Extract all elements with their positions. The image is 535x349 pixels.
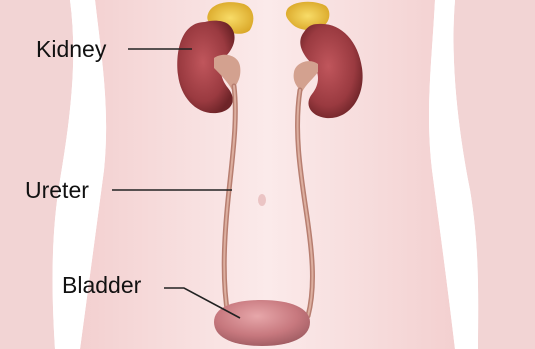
ureter-label: Ureter — [25, 177, 89, 203]
navel — [258, 194, 266, 206]
bladder-shape — [214, 300, 310, 346]
bladder-organ — [214, 300, 310, 346]
kidney-label: Kidney — [36, 36, 107, 62]
bladder-label: Bladder — [62, 272, 142, 298]
